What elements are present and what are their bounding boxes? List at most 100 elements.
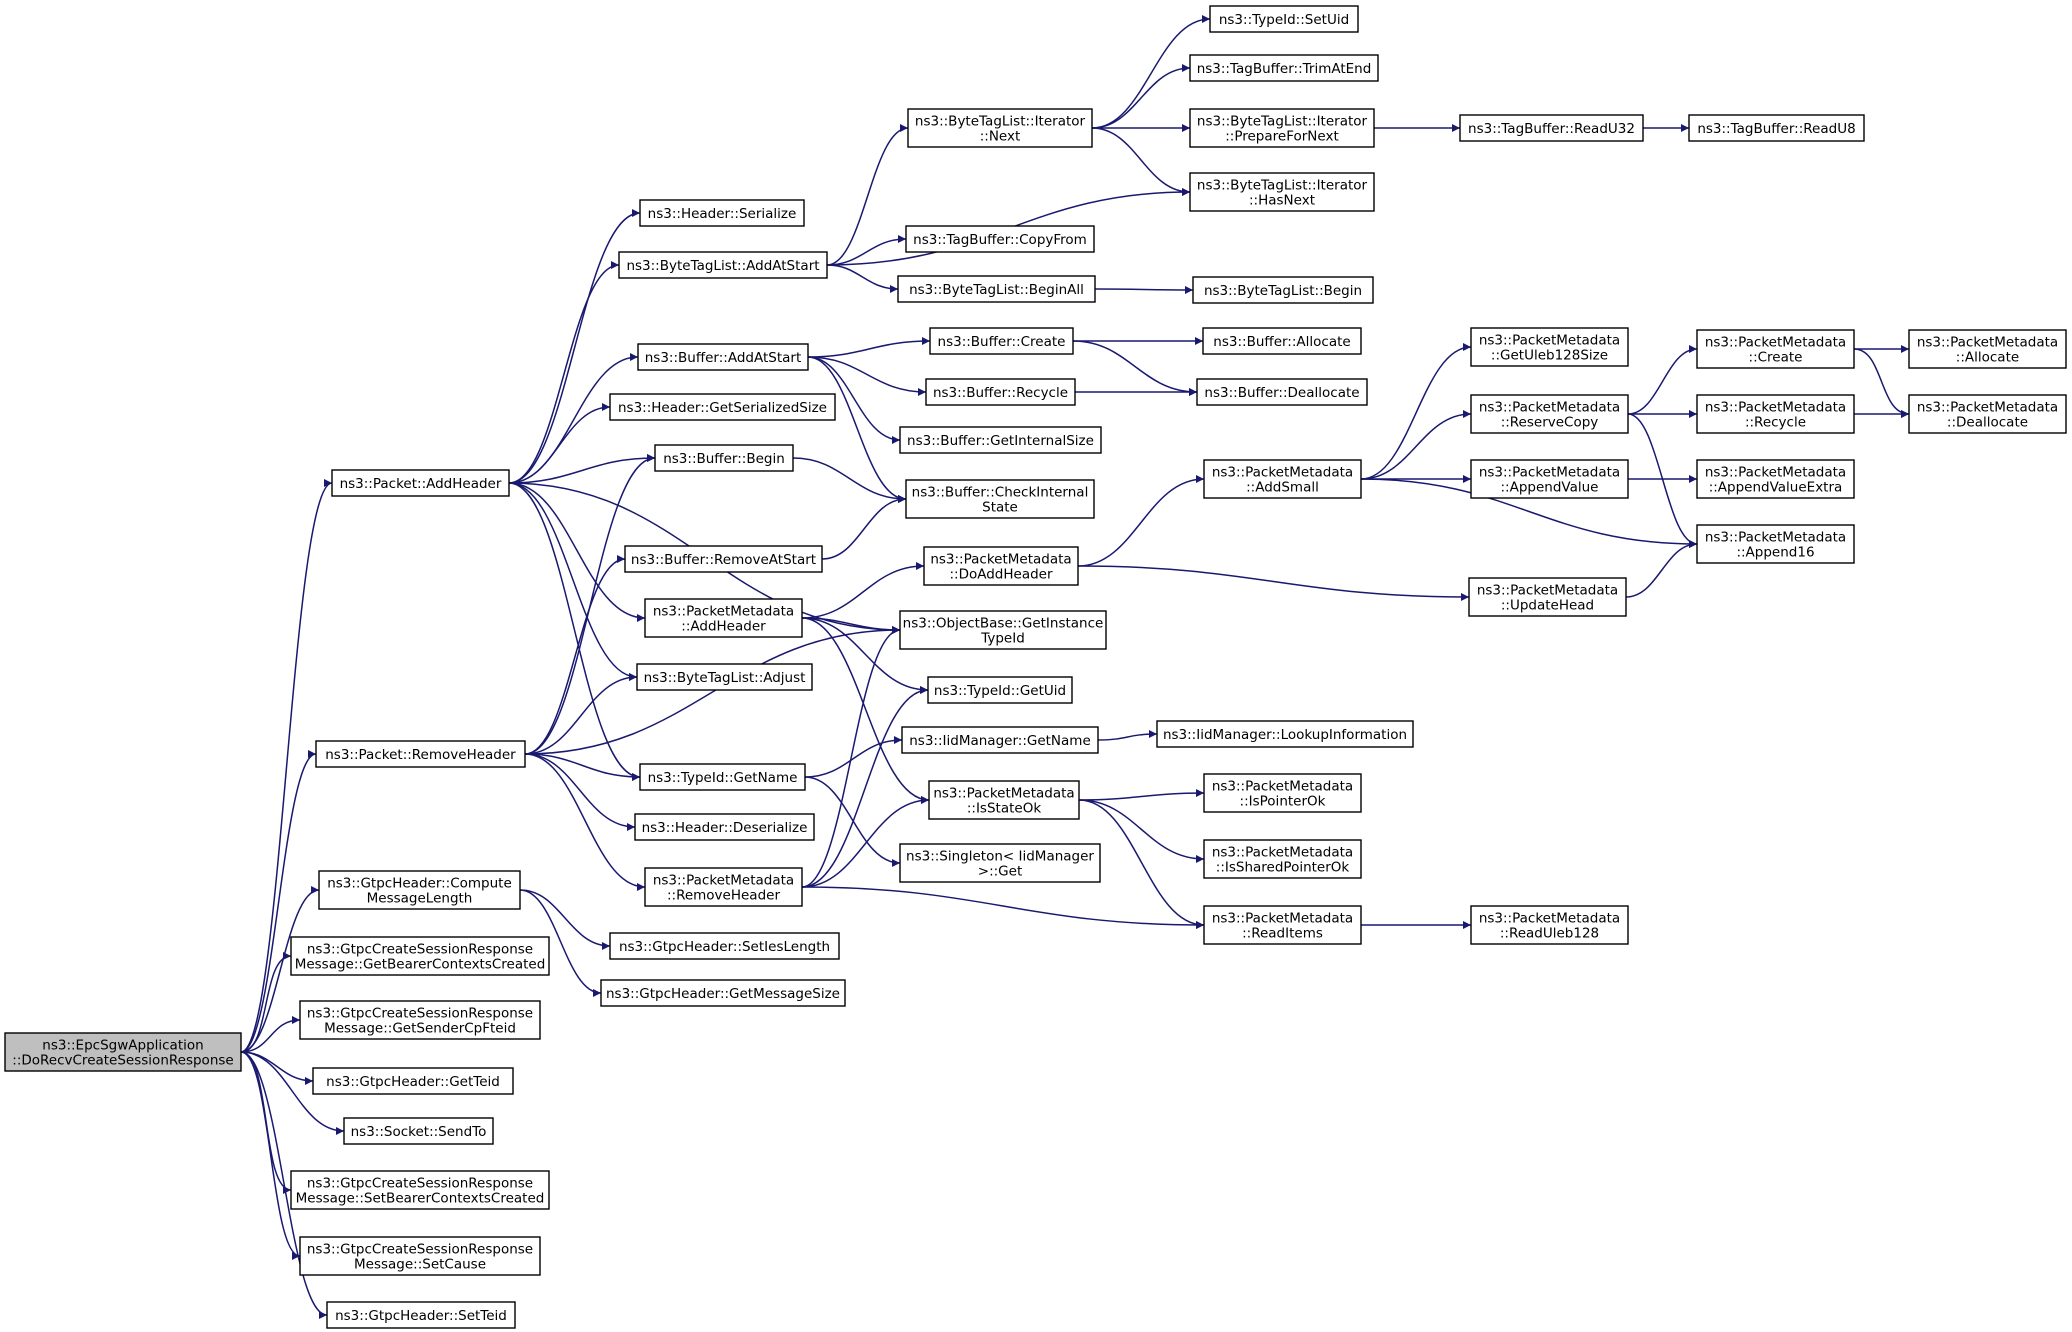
node-typeid-getname[interactable]: ns3::TypeId::GetName bbox=[639, 763, 806, 791]
node-socket-sendto[interactable]: ns3::Socket::SendTo bbox=[343, 1117, 494, 1145]
node-gtpc-setteid[interactable]: ns3::GtpcHeader::SetTeid bbox=[326, 1301, 516, 1329]
node-pkt-addheader[interactable]: ns3::Packet::AddHeader bbox=[331, 469, 510, 497]
edge-typeid-getname-to-singleton-get bbox=[804, 776, 901, 867]
node-label-line: Message::SetCause bbox=[354, 1257, 486, 1273]
node-iid-lookup[interactable]: ns3::IidManager::LookupInformation bbox=[1156, 720, 1414, 748]
node-label-line: ::IsStateOk bbox=[967, 801, 1041, 817]
node-buf-recycle[interactable]: ns3::Buffer::Recycle bbox=[925, 378, 1076, 406]
node-label-line: ::AddSmall bbox=[1246, 480, 1319, 496]
node-tagbuf-copyfrom[interactable]: ns3::TagBuffer::CopyFrom bbox=[905, 225, 1095, 253]
node-pm-isstateok[interactable]: ns3::PacketMetadata::IsStateOk bbox=[928, 780, 1080, 820]
node-hdr-deserialize[interactable]: ns3::Header::Deserialize bbox=[634, 813, 815, 841]
node-root[interactable]: ns3::EpcSgwApplication::DoRecvCreateSess… bbox=[4, 1032, 242, 1072]
node-label-line: ns3::ByteTagList::Iterator bbox=[915, 114, 1086, 130]
node-pm-getuleb[interactable]: ns3::PacketMetadata::GetUleb128Size bbox=[1470, 327, 1629, 367]
node-btl-begin[interactable]: ns3::ByteTagList::Begin bbox=[1192, 276, 1374, 304]
node-label-line: ns3::Buffer::Recycle bbox=[933, 385, 1068, 401]
node-buf-allocate[interactable]: ns3::Buffer::Allocate bbox=[1202, 327, 1362, 355]
node-buf-removeatstart[interactable]: ns3::Buffer::RemoveAtStart bbox=[624, 545, 823, 573]
node-label-line: ns3::Buffer::RemoveAtStart bbox=[631, 552, 816, 568]
node-box bbox=[315, 740, 526, 768]
node-label-line: ns3::PacketMetadata bbox=[653, 873, 794, 889]
node-btl-adjust[interactable]: ns3::ByteTagList::Adjust bbox=[636, 663, 813, 691]
node-typeid-getuid[interactable]: ns3::TypeId::GetUid bbox=[927, 676, 1073, 704]
node-box bbox=[1189, 108, 1375, 148]
node-pm-allocate[interactable]: ns3::PacketMetadata::Allocate bbox=[1908, 329, 2067, 369]
node-pm-doaddheader[interactable]: ns3::PacketMetadata::DoAddHeader bbox=[923, 546, 1079, 586]
node-pm-addsmall[interactable]: ns3::PacketMetadata::AddSmall bbox=[1203, 459, 1362, 499]
node-pm-deallocate[interactable]: ns3::PacketMetadata::Deallocate bbox=[1908, 394, 2067, 434]
node-label-line: ns3::TypeId::SetUid bbox=[1219, 12, 1349, 28]
node-label-line: ::Allocate bbox=[1956, 350, 2019, 366]
node-buf-create[interactable]: ns3::Buffer::Create bbox=[929, 327, 1074, 355]
edge-pm-updatehead-to-pm-append16 bbox=[1625, 540, 1698, 598]
node-tagbuf-readu8[interactable]: ns3::TagBuffer::ReadU8 bbox=[1688, 114, 1865, 142]
node-buf-addatstart[interactable]: ns3::Buffer::AddAtStart bbox=[637, 343, 809, 371]
node-label-line: ns3::GtpcHeader::GetTeid bbox=[326, 1074, 500, 1090]
node-label-line: ns3::PacketMetadata bbox=[1917, 400, 2058, 416]
node-gtpc-getsender[interactable]: ns3::GtpcCreateSessionResponseMessage::G… bbox=[299, 1000, 541, 1040]
node-pm-addheader[interactable]: ns3::PacketMetadata::AddHeader bbox=[644, 598, 803, 638]
edge-pm-addsmall-to-pm-append16 bbox=[1360, 478, 1698, 548]
node-pm-appendvalueextra[interactable]: ns3::PacketMetadata::AppendValueExtra bbox=[1696, 459, 1855, 499]
node-label-line: ns3::Buffer::Deallocate bbox=[1204, 385, 1359, 401]
node-iid-getname[interactable]: ns3::IidManager::GetName bbox=[901, 726, 1099, 754]
node-gtpc-setbearer[interactable]: ns3::GtpcCreateSessionResponseMessage::S… bbox=[290, 1170, 550, 1210]
node-label-line: ::IsSharedPointerOk bbox=[1216, 860, 1350, 876]
node-hdr-serialize[interactable]: ns3::Header::Serialize bbox=[639, 199, 805, 227]
node-btli-hasnext[interactable]: ns3::ByteTagList::Iterator::HasNext bbox=[1189, 172, 1375, 212]
node-pm-readitems[interactable]: ns3::PacketMetadata::ReadItems bbox=[1203, 905, 1362, 945]
node-pm-create[interactable]: ns3::PacketMetadata::Create bbox=[1696, 329, 1855, 369]
node-pm-append16[interactable]: ns3::PacketMetadata::Append16 bbox=[1696, 524, 1855, 564]
edge-buf-addatstart-to-buf-create bbox=[807, 337, 931, 358]
node-gtpc-getmsgsize[interactable]: ns3::GtpcHeader::GetMessageSize bbox=[600, 979, 846, 1007]
node-singleton-get[interactable]: ns3::Singleton< IidManager>::Get bbox=[899, 843, 1101, 883]
node-pkt-removeheader[interactable]: ns3::Packet::RemoveHeader bbox=[315, 740, 526, 768]
node-buf-deallocate[interactable]: ns3::Buffer::Deallocate bbox=[1196, 378, 1368, 406]
node-box bbox=[299, 1236, 541, 1276]
node-label-line: >::Get bbox=[978, 864, 1022, 880]
node-pm-removeheader[interactable]: ns3::PacketMetadata::RemoveHeader bbox=[644, 867, 803, 907]
edge-pm-removeheader-to-pm-readitems bbox=[801, 886, 1205, 929]
edge-root-to-socket-sendto bbox=[240, 1051, 345, 1135]
node-buf-getinternalsize[interactable]: ns3::Buffer::GetInternalSize bbox=[899, 426, 1102, 454]
node-typeid-setuid[interactable]: ns3::TypeId::SetUid bbox=[1209, 5, 1359, 33]
node-label-line: ns3::Buffer::AddAtStart bbox=[645, 350, 802, 366]
node-btli-next[interactable]: ns3::ByteTagList::Iterator::Next bbox=[907, 108, 1093, 148]
edge-pkt-addheader-to-btl-adjust bbox=[508, 482, 638, 681]
edge-btl-addatstart-to-tagbuf-copyfrom bbox=[826, 235, 907, 266]
node-gtpc-setcause[interactable]: ns3::GtpcCreateSessionResponseMessage::S… bbox=[299, 1236, 541, 1276]
node-pm-readuleb[interactable]: ns3::PacketMetadata::ReadUleb128 bbox=[1470, 905, 1629, 945]
node-label-line: ::Create bbox=[1749, 350, 1803, 366]
node-tagbuf-readu32[interactable]: ns3::TagBuffer::ReadU32 bbox=[1459, 114, 1644, 142]
node-pm-reservecopy[interactable]: ns3::PacketMetadata::ReserveCopy bbox=[1470, 394, 1629, 434]
node-pm-updatehead[interactable]: ns3::PacketMetadata::UpdateHead bbox=[1468, 577, 1627, 617]
node-box bbox=[331, 469, 510, 497]
node-label-line: ns3::EpcSgwApplication bbox=[42, 1038, 203, 1054]
node-box bbox=[654, 444, 794, 472]
node-gtpc-setieslen[interactable]: ns3::GtpcHeader::SetIesLength bbox=[609, 932, 840, 960]
node-pm-recycle[interactable]: ns3::PacketMetadata::Recycle bbox=[1696, 394, 1855, 434]
node-pm-ispointerok[interactable]: ns3::PacketMetadata::IsPointerOk bbox=[1203, 773, 1362, 813]
node-pm-appendvalue[interactable]: ns3::PacketMetadata::AppendValue bbox=[1470, 459, 1629, 499]
edge-pkt-removeheader-to-pm-removeheader bbox=[524, 753, 646, 891]
node-label-line: ::DoAddHeader bbox=[949, 567, 1052, 583]
node-label-line: ns3::PacketMetadata bbox=[933, 786, 1074, 802]
edge-root-to-pkt-removeheader bbox=[240, 750, 317, 1053]
node-label-line: State bbox=[982, 500, 1018, 516]
node-label-line: ::GetUleb128Size bbox=[1491, 348, 1608, 364]
node-pm-issharedpointerok[interactable]: ns3::PacketMetadata::IsSharedPointerOk bbox=[1203, 839, 1362, 879]
node-gtpc-getteid[interactable]: ns3::GtpcHeader::GetTeid bbox=[312, 1067, 514, 1095]
node-btl-addatstart[interactable]: ns3::ByteTagList::AddAtStart bbox=[618, 251, 828, 279]
node-btli-preparefornext[interactable]: ns3::ByteTagList::Iterator::PrepareForNe… bbox=[1189, 108, 1375, 148]
node-btl-beginall[interactable]: ns3::ByteTagList::BeginAll bbox=[897, 275, 1096, 303]
node-buf-begin[interactable]: ns3::Buffer::Begin bbox=[654, 444, 794, 472]
node-label-line: TypeId bbox=[980, 631, 1025, 647]
node-tagbuf-trimatend[interactable]: ns3::TagBuffer::TrimAtEnd bbox=[1189, 54, 1379, 82]
node-gtpc-getbearer[interactable]: ns3::GtpcCreateSessionResponseMessage::G… bbox=[290, 936, 550, 976]
node-hdr-getsersize[interactable]: ns3::Header::GetSerializedSize bbox=[609, 393, 836, 421]
edge-root-to-gtpc-setcause bbox=[240, 1051, 301, 1260]
